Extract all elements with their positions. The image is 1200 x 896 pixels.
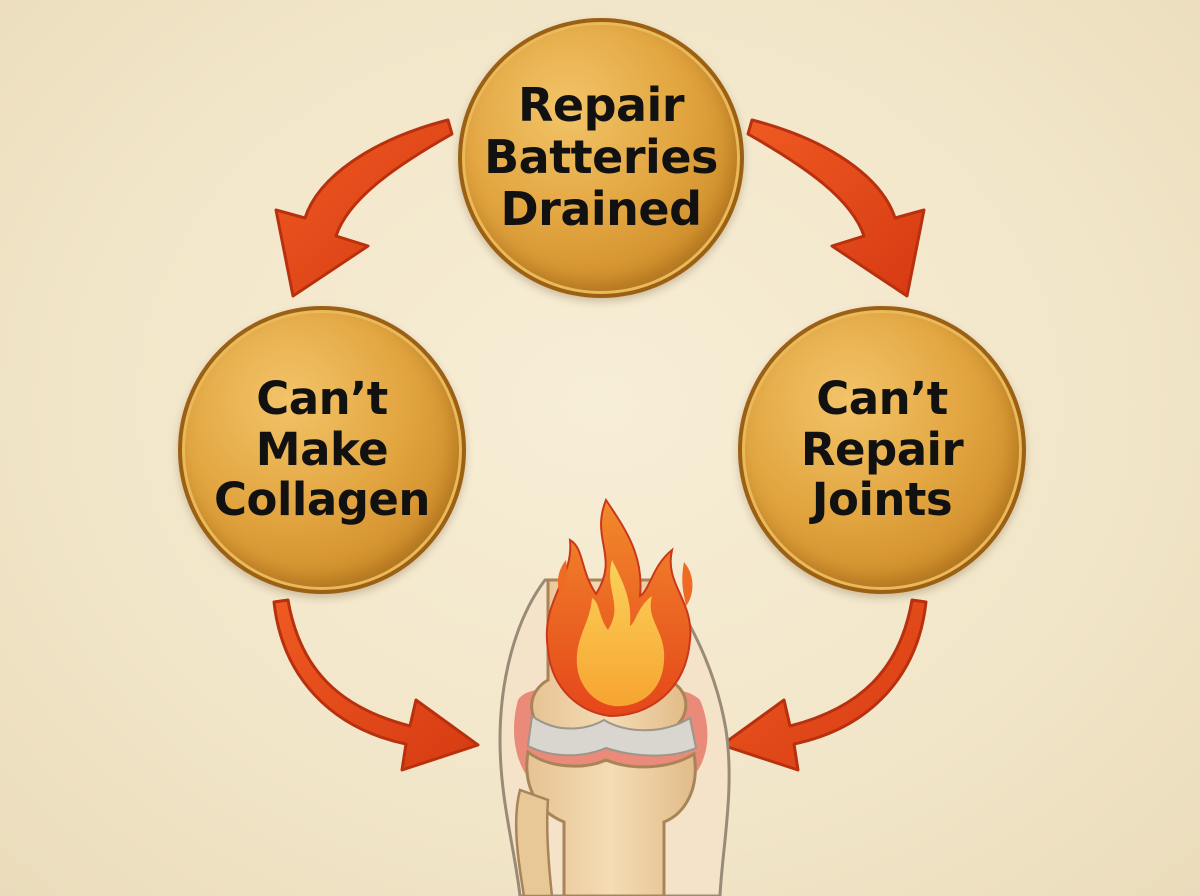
cartilage [526, 714, 698, 757]
node-repair-batteries-drained: Repair Batteries Drained [458, 18, 744, 298]
arrow-top-to-right [746, 118, 926, 298]
node-label-left: Can’t Make Collagen [214, 371, 430, 527]
arrow-left-to-knee [272, 598, 480, 772]
arrow-right-to-knee [720, 598, 928, 772]
arrow-top-to-left [274, 118, 454, 298]
node-label-top: Repair Batteries Drained [484, 78, 718, 236]
inflammation-flame-icon [545, 497, 693, 718]
fibula-bone [514, 788, 554, 896]
node-label-right: Can’t Repair Joints [800, 371, 964, 527]
node-cant-repair-joints: Can’t Repair Joints [738, 306, 1026, 594]
node-cant-make-collagen: Can’t Make Collagen [178, 306, 466, 594]
